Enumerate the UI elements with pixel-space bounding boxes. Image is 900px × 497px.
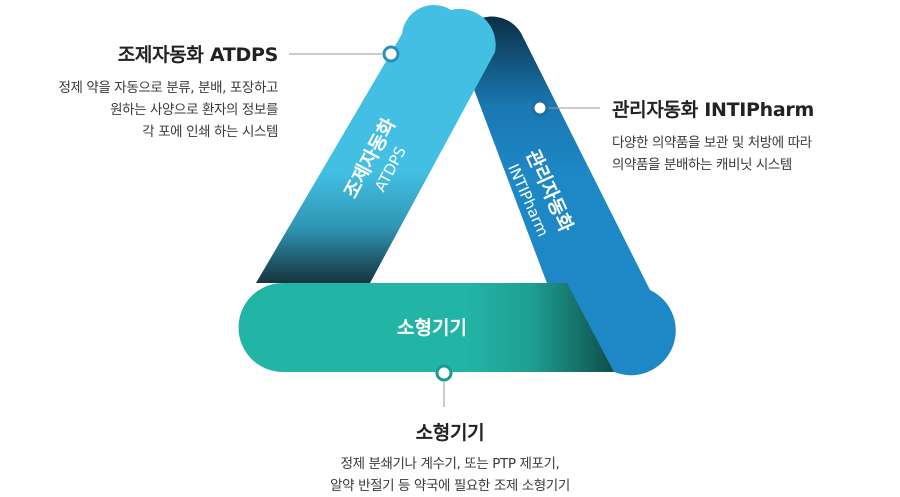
small-devices-callout-title: 소형기기 [415,422,485,444]
small-devices-band [238,283,614,372]
intipharm-band [458,16,676,376]
small-devices-callout: 소형기기 정제 분쇄기나 계수기, 또는 PTP 제포기, 알약 반절기 등 약… [250,418,650,497]
atdps-desc-line-1: 정제 약을 자동으로 분류, 분배, 포장하고 [58,80,278,96]
intipharm-callout: 관리자동화 INTIPharm 다양한 의약품을 보관 및 처방에 따라 의약품… [612,95,814,176]
small-devices-marker-dot [435,364,453,382]
atdps-desc-line-3: 각 포에 인쇄 하는 시스템 [142,124,278,140]
intipharm-desc-line-2: 의약품을 분배하는 캐비닛 시스템 [612,157,792,173]
intipharm-desc-line-1: 다양한 의약품을 보관 및 처방에 따라 [612,135,812,151]
atdps-band [256,5,496,284]
atdps-callout-title: 조제자동화 ATDPS [117,44,279,66]
atdps-marker-dot [382,45,400,63]
intipharm-marker-dot [531,99,549,117]
intipharm-callout-title: 관리자동화 INTIPharm [612,99,814,121]
small-devices-desc-line-2: 알약 반절기 등 약국에 필요한 조제 소형기기 [330,478,570,494]
atdps-desc-line-2: 원하는 사양으로 환자의 정보를 [110,102,278,118]
small-devices-band-title: 소형기기 [397,317,467,339]
atdps-callout: 조제자동화 ATDPS 정제 약을 자동으로 분류, 분배, 포장하고 원하는 … [58,40,278,143]
small-devices-desc-line-1: 정제 분쇄기나 계수기, 또는 PTP 제포기, [340,456,560,472]
